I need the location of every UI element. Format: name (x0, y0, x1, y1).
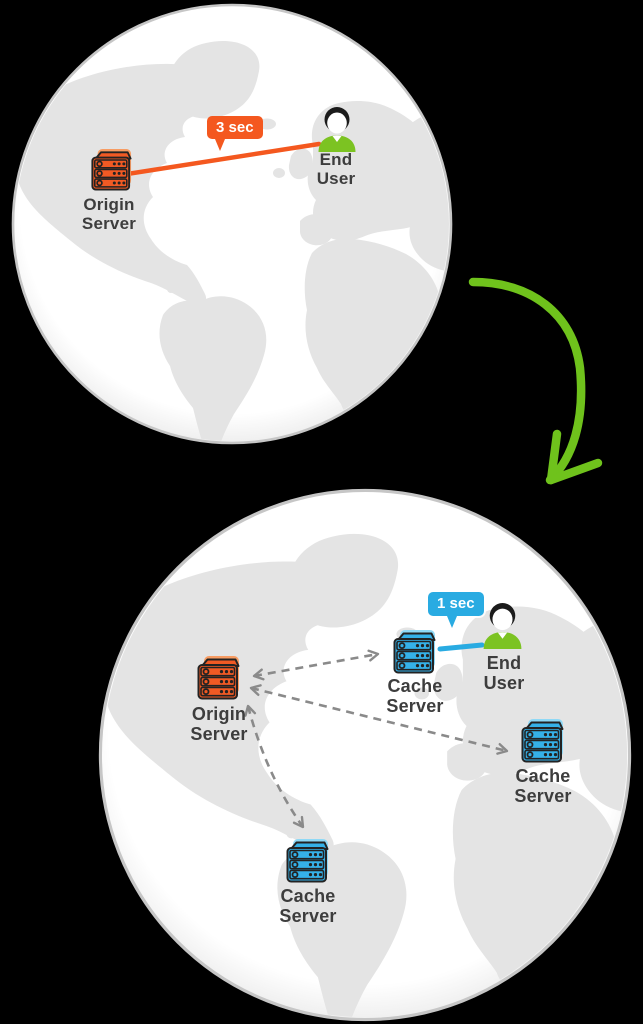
origin-server-icon (195, 656, 241, 700)
origin-server-icon (89, 149, 133, 191)
end-user-icon (317, 106, 357, 152)
origin-to-user-connection-line (124, 141, 322, 177)
latency-badge: 3 sec (207, 116, 263, 151)
origin-server-label: Origin Server (81, 195, 137, 234)
origin-cache-sync-arrows (244, 642, 509, 829)
end-user-icon (482, 602, 523, 649)
end-user-label: End User (316, 150, 356, 189)
cache-server-label: Cache Server (279, 886, 337, 927)
end-user-label: End User (483, 653, 525, 694)
cache-server-icon-east (519, 719, 565, 763)
globe-with-cdn: Origin Server Cache Server Cache Server … (98, 488, 632, 1022)
cache-server-icon-europe (391, 630, 437, 674)
cache-server-icon-south (284, 839, 330, 883)
origin-server-label: Origin Server (190, 704, 248, 745)
globe-without-cdn: Origin Server End User 3 sec (11, 3, 453, 445)
latency-badge: 1 sec (428, 592, 484, 628)
cache-server-label: Cache Server (386, 676, 444, 717)
transition-arrow-icon (468, 277, 603, 485)
cache-server-label: Cache Server (514, 766, 572, 807)
cache-to-user-connection-line (437, 642, 485, 652)
